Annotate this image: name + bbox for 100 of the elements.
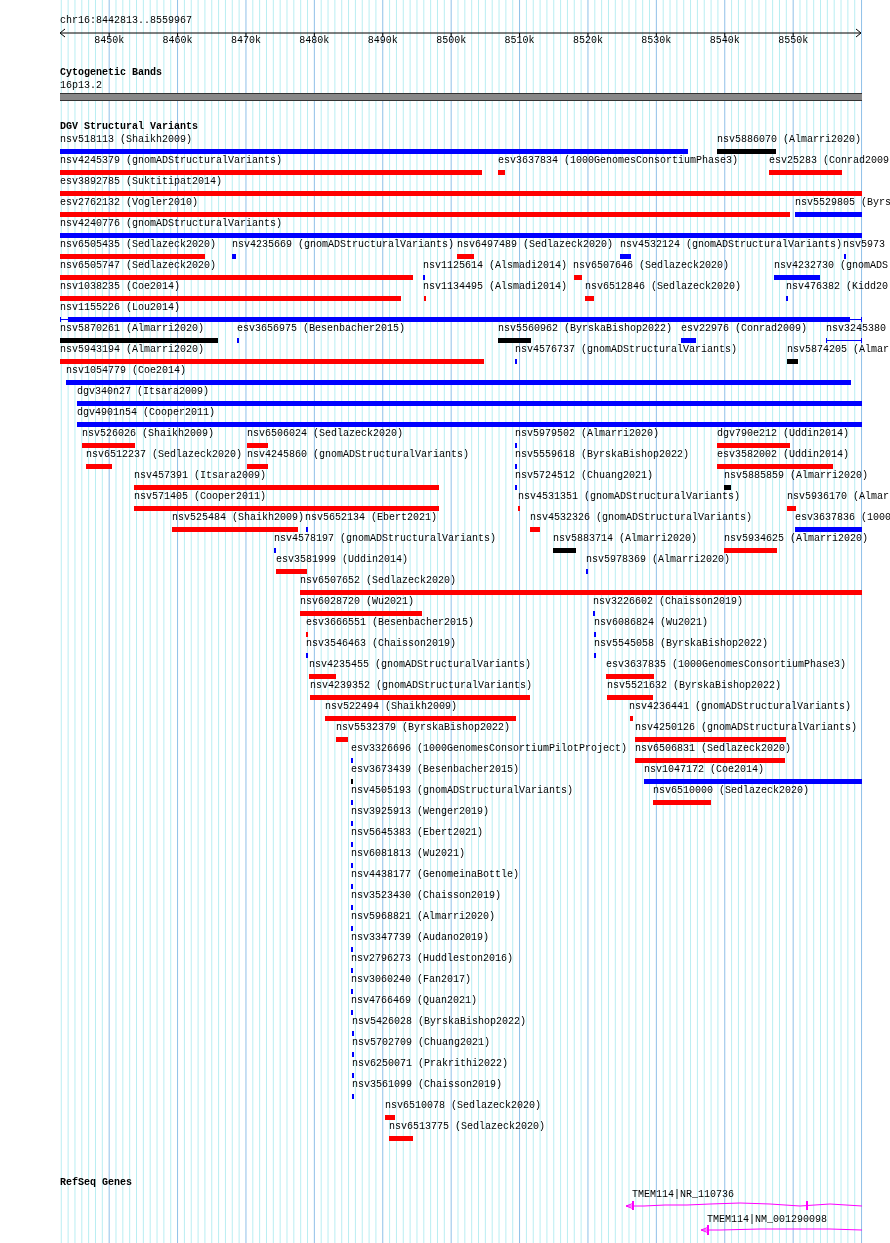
variant-label: nsv4240776 (gnomADStructuralVariants) <box>60 218 283 229</box>
variant-label: nsv5968821 (Almarri2020) <box>351 911 496 922</box>
tick-label: 8520k <box>572 35 603 46</box>
variant-label: nsv4438177 (GenomeinaBottle) <box>351 869 520 880</box>
variant-label: nsv5521632 (ByrskaBishop2022) <box>607 680 782 691</box>
tick-label: 8500k <box>436 35 467 46</box>
variant-label: nsv3546463 (Chaisson2019) <box>306 638 457 649</box>
variant-label: nsv6086824 (Wu2021) <box>594 617 709 628</box>
variant-label: nsv1134495 (Alsmadi2014) <box>423 281 568 292</box>
variant-label: nsv5545058 (ByrskaBishop2022) <box>594 638 769 649</box>
variant-label: nsv1125614 (Alsmadi2014) <box>423 260 568 271</box>
variant-label: esv2762132 (Vogler2010) <box>60 197 199 208</box>
variant-label: nsv6507646 (Sedlazeck2020) <box>573 260 730 271</box>
variant-label: nsv4505193 (gnomADStructuralVariants) <box>351 785 574 796</box>
variant-label: nsv5978369 (Almarri2020) <box>586 554 731 565</box>
variant-label: nsv6506024 (Sedlazeck2020) <box>247 428 404 439</box>
variant-label: nsv4245860 (gnomADStructuralVariants) <box>247 449 470 460</box>
variant-label: nsv5426028 (ByrskaBishop2022) <box>352 1016 527 1027</box>
variant-label: nsv3925913 (Wenger2019) <box>351 806 490 817</box>
variant-label: nsv5702709 (Chuang2021) <box>352 1037 491 1048</box>
tick-label: 8510k <box>504 35 535 46</box>
variant-label: dgv4901n54 (Cooper2011) <box>77 407 216 418</box>
variant-label: esv3637836 (1000 <box>795 512 890 523</box>
variant-label: esv3673439 (Besenbacher2015) <box>351 764 520 775</box>
variant-label: nsv4235669 (gnomADStructuralVariants) <box>232 239 455 250</box>
variant-label: dgv790e212 (Uddin2014) <box>717 428 850 439</box>
variant-label: nsv4576737 (gnomADStructuralVariants) <box>515 344 738 355</box>
variant-label: esv3637835 (1000GenomesConsortiumPhase3) <box>606 659 847 670</box>
variant-label: nsv6512846 (Sedlazeck2020) <box>585 281 742 292</box>
variant-label: nsv518113 (Shaikh2009) <box>60 134 193 145</box>
variant-label: nsv3245380 <box>826 323 886 334</box>
variant-label: nsv5936170 (Almar <box>787 491 890 502</box>
tick-label: 8540k <box>709 35 740 46</box>
track-title: RefSeq Genes <box>60 1177 132 1188</box>
variant-label: nsv1054779 (Coe2014) <box>66 365 187 376</box>
variant-label: nsv6028720 (Wu2021) <box>300 596 415 607</box>
tick-label: 8470k <box>230 35 261 46</box>
tick-label: 8490k <box>367 35 398 46</box>
variant-label: nsv525484 (Shaikh2009) <box>172 512 305 523</box>
variant-label: nsv2796273 (Huddleston2016) <box>351 953 514 964</box>
variant-label: nsv522494 (Shaikh2009) <box>325 701 458 712</box>
variant-label: dgv340n27 (Itsara2009) <box>77 386 210 397</box>
variant-label: nsv5943194 (Almarri2020) <box>60 344 205 355</box>
variant-label: nsv6512237 (Sedlazeck2020) <box>86 449 243 460</box>
variant-label: nsv5883714 (Almarri2020) <box>553 533 698 544</box>
band-label: 16p13.2 <box>60 80 102 91</box>
variant-label: nsv6497489 (Sedlazeck2020) <box>457 239 614 250</box>
variant-label: nsv6506831 (Sedlazeck2020) <box>635 743 792 754</box>
variant-label: nsv3523430 (Chaisson2019) <box>351 890 502 901</box>
variant-label: nsv4532326 (gnomADStructuralVariants) <box>530 512 753 523</box>
variant-label: esv3892785 (Suktitipat2014) <box>60 176 223 187</box>
variant-label: nsv5973 <box>843 239 885 250</box>
variant-label: nsv571405 (Cooper2011) <box>134 491 267 502</box>
variant-label: nsv3347739 (Audano2019) <box>351 932 490 943</box>
variant-label: nsv6507652 (Sedlazeck2020) <box>300 575 457 586</box>
variant-label: nsv476382 (Kidd20 <box>786 281 889 292</box>
tick-label: 8450k <box>94 35 125 46</box>
variant-label: nsv4236441 (gnomADStructuralVariants) <box>629 701 852 712</box>
tick-label: 8550k <box>778 35 809 46</box>
variant-label: nsv6510000 (Sedlazeck2020) <box>653 785 810 796</box>
variant-label: nsv6510078 (Sedlazeck2020) <box>385 1100 542 1111</box>
variant-label: nsv5724512 (Chuang2021) <box>515 470 654 481</box>
variant-label: nsv6505747 (Sedlazeck2020) <box>60 260 217 271</box>
variant-label: nsv4235455 (gnomADStructuralVariants) <box>309 659 532 670</box>
variant-label: nsv5529805 (Byrs <box>795 197 890 208</box>
variant-label: nsv5886070 (Almarri2020) <box>717 134 862 145</box>
variant-label: nsv4531351 (gnomADStructuralVariants) <box>518 491 741 502</box>
variant-label: esv3637834 (1000GenomesConsortiumPhase3) <box>498 155 739 166</box>
variant-label: esv3581999 (Uddin2014) <box>276 554 409 565</box>
variant-label: esv3656975 (Besenbacher2015) <box>237 323 406 334</box>
variant-label: nsv3226602 (Chaisson2019) <box>593 596 744 607</box>
variant-label: esv3582002 (Uddin2014) <box>717 449 850 460</box>
variant-label: nsv5652134 (Ebert2021) <box>305 512 438 523</box>
variant-label: nsv5645383 (Ebert2021) <box>351 827 484 838</box>
variant-label: nsv1047172 (Coe2014) <box>644 764 765 775</box>
variant-label: esv22976 (Conrad2009) <box>681 323 808 334</box>
variant-label: nsv6081813 (Wu2021) <box>351 848 466 859</box>
variant-label: nsv3561099 (Chaisson2019) <box>352 1079 503 1090</box>
track-title: DGV Structural Variants <box>60 121 199 132</box>
variant-label: nsv5874205 (Almar <box>787 344 890 355</box>
tick-label: 8530k <box>641 35 672 46</box>
track-title: Cytogenetic Bands <box>60 67 163 78</box>
variant-label: nsv5559618 (ByrskaBishop2022) <box>515 449 690 460</box>
variant-label: nsv1155226 (Lou2014) <box>60 302 181 313</box>
variant-label: esv25283 (Conrad2009 <box>769 155 890 166</box>
variant-label: nsv1038235 (Coe2014) <box>60 281 181 292</box>
variant-label: nsv5885859 (Almarri2020) <box>724 470 869 481</box>
variant-label: nsv6513775 (Sedlazeck2020) <box>389 1121 546 1132</box>
variant-label: nsv3060240 (Fan2017) <box>351 974 472 985</box>
variant-label: esv3326696 (1000GenomesConsortiumPilotProject) <box>351 743 628 754</box>
variant-label: nsv4766469 (Quan2021) <box>351 995 478 1006</box>
variant-label: nsv4245379 (gnomADStructuralVariants) <box>60 155 283 166</box>
variant-label: nsv4239352 (gnomADStructuralVariants) <box>310 680 533 691</box>
variant-label: nsv4532124 (gnomADStructuralVariants) <box>620 239 843 250</box>
variant-label: nsv4250126 (gnomADStructuralVariants) <box>635 722 858 733</box>
tick-label: 8480k <box>299 35 330 46</box>
variant-label: nsv5979502 (Almarri2020) <box>515 428 660 439</box>
variant-label: nsv5934625 (Almarri2020) <box>724 533 869 544</box>
variant-label: nsv457391 (Itsara2009) <box>134 470 267 481</box>
gene-label: TMEM114|NR_110736 <box>632 1189 735 1200</box>
